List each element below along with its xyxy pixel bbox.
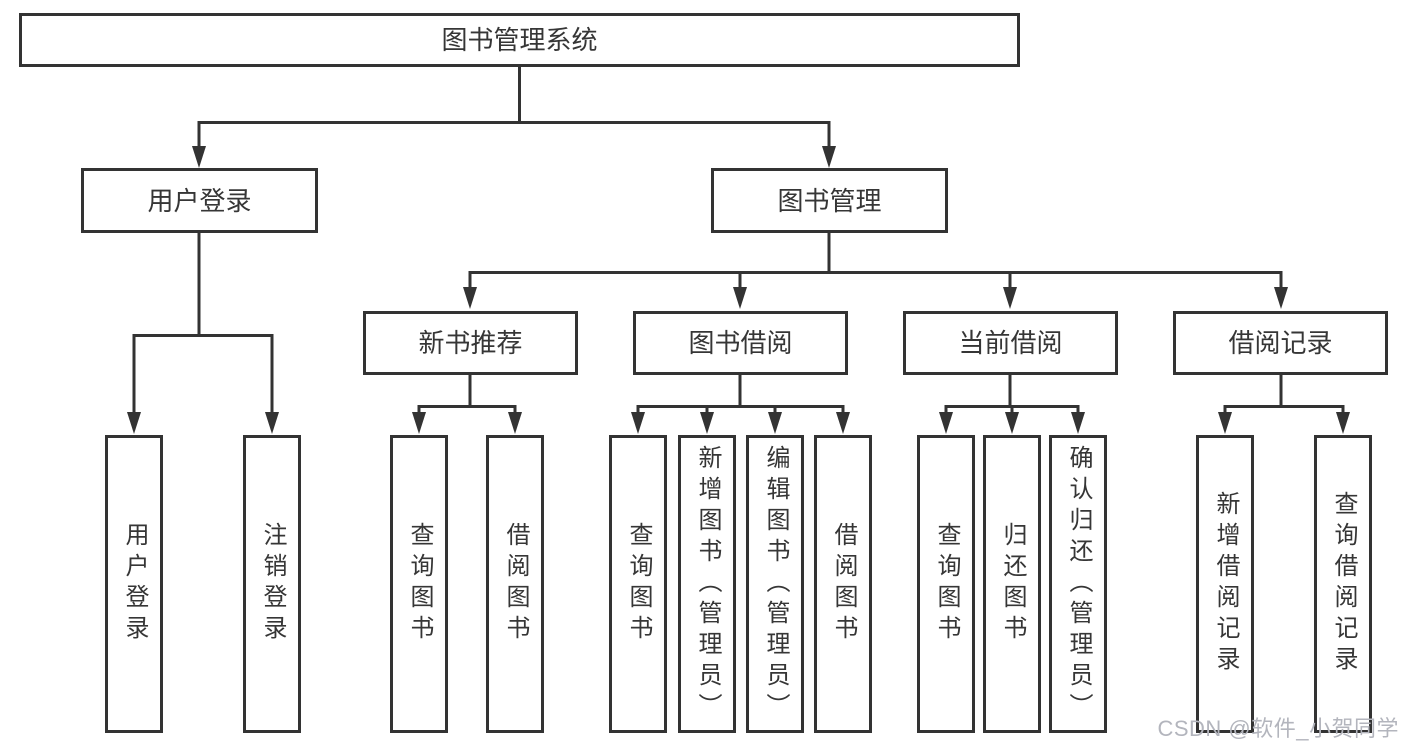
node-borrowing-records: 借阅记录 bbox=[1173, 311, 1388, 375]
node-user-login-branch: 用户登录 bbox=[81, 168, 318, 233]
arrowhead-icon bbox=[768, 412, 782, 434]
node-leaf-query-borrow-record: 查询借阅记录 bbox=[1314, 435, 1372, 733]
node-library-management-system: 图书管理系统 bbox=[19, 13, 1020, 67]
arrowhead-icon bbox=[192, 146, 206, 168]
arrowhead-icon bbox=[265, 412, 279, 434]
arrowhead-icon bbox=[127, 412, 141, 434]
arrowhead-icon bbox=[463, 287, 477, 309]
node-leaf-query-book-current: 查询图书 bbox=[917, 435, 975, 733]
node-leaf-edit-book-admin: 编辑图书（管理员） bbox=[746, 435, 804, 733]
node-leaf-borrow-book-recommend: 借阅图书 bbox=[486, 435, 544, 733]
node-leaf-return-book: 归还图书 bbox=[983, 435, 1041, 733]
node-leaf-logout-login: 注销登录 bbox=[243, 435, 301, 733]
arrowhead-icon bbox=[508, 412, 522, 434]
node-book-borrowing: 图书借阅 bbox=[633, 311, 848, 375]
arrowhead-icon bbox=[1003, 287, 1017, 309]
arrowhead-icon bbox=[1218, 412, 1232, 434]
arrowhead-icon bbox=[412, 412, 426, 434]
arrowhead-icon bbox=[1071, 412, 1085, 434]
node-new-book-recommend: 新书推荐 bbox=[363, 311, 578, 375]
node-leaf-user-login: 用户登录 bbox=[105, 435, 163, 733]
connector-root-to-level2 bbox=[197, 67, 831, 150]
arrowhead-icon bbox=[733, 287, 747, 309]
node-leaf-add-borrow-record: 新增借阅记录 bbox=[1196, 435, 1254, 733]
connector-borrow-record-to-leaves bbox=[1223, 375, 1345, 416]
arrowhead-icon bbox=[700, 412, 714, 434]
connector-book-mgmt-to-level3 bbox=[468, 233, 1283, 291]
connector-user-login-to-leaves bbox=[132, 233, 274, 416]
arrowhead-icon bbox=[1005, 412, 1019, 434]
arrowhead-icon bbox=[1274, 287, 1288, 309]
arrowhead-icon bbox=[631, 412, 645, 434]
connector-book-borrow-to-leaves bbox=[636, 375, 845, 416]
watermark: CSDN @软件_小贺同学 bbox=[1157, 716, 1399, 741]
arrowhead-icon bbox=[836, 412, 850, 434]
node-book-management-branch: 图书管理 bbox=[711, 168, 948, 233]
arrowhead-icon bbox=[822, 146, 836, 168]
arrowhead-icon bbox=[1336, 412, 1350, 434]
connector-new-book-to-leaves bbox=[417, 375, 517, 416]
node-leaf-query-book-borrowing: 查询图书 bbox=[609, 435, 667, 733]
node-leaf-confirm-return-admin: 确认归还（管理员） bbox=[1049, 435, 1107, 733]
node-current-borrowing: 当前借阅 bbox=[903, 311, 1118, 375]
node-leaf-add-book-admin: 新增图书（管理员） bbox=[678, 435, 736, 733]
node-leaf-borrow-book: 借阅图书 bbox=[814, 435, 872, 733]
connector-current-borrow-to-leaves bbox=[944, 375, 1080, 416]
node-leaf-query-book-recommend: 查询图书 bbox=[390, 435, 448, 733]
arrowhead-icon bbox=[939, 412, 953, 434]
